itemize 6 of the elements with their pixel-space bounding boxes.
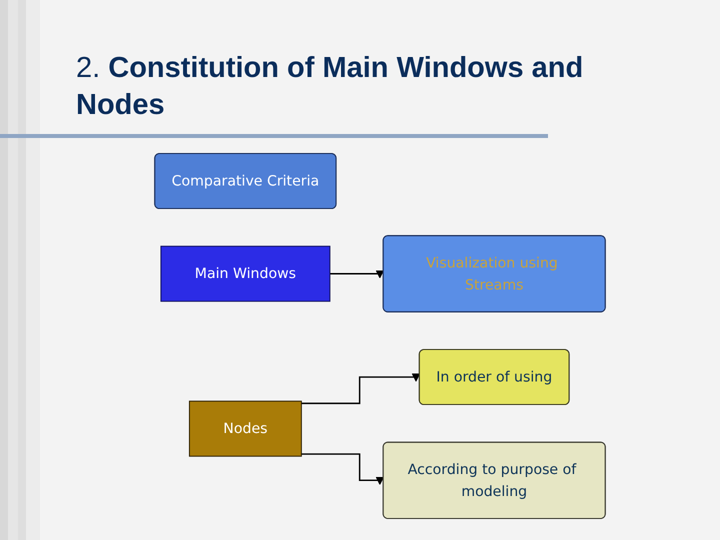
arrow (301, 453, 384, 485)
arrow (330, 270, 384, 278)
node-box: Main Windows (160, 246, 330, 302)
arrow (301, 373, 420, 404)
node-box: Nodes (188, 400, 302, 457)
slide-title: 2. Constitution of Main Windows and Nodes (76, 51, 584, 123)
